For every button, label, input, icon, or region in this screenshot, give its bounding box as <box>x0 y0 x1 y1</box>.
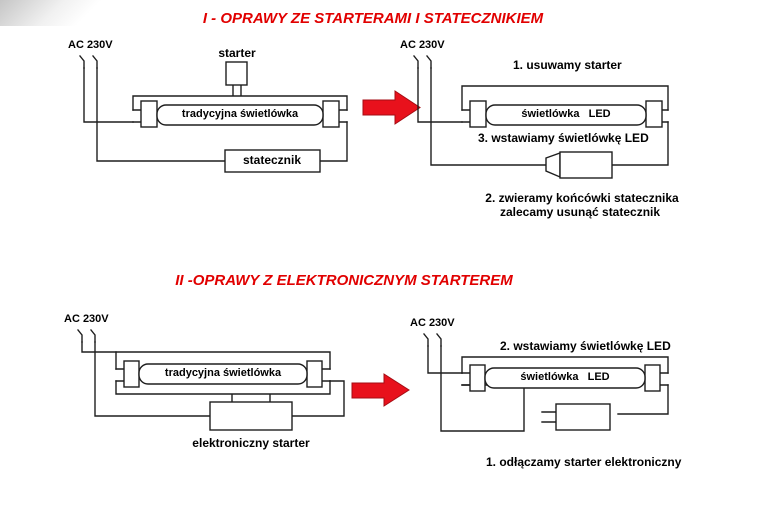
tube-pins <box>461 109 669 123</box>
ac-prongs <box>423 333 442 347</box>
electronic-starter-label: elektroniczny starter <box>192 436 310 450</box>
top-loop-wire <box>115 351 331 370</box>
starter-stub-wires <box>541 411 557 423</box>
step-disconnect-starter: 1. odłączamy starter elektroniczny <box>486 455 682 469</box>
fixture-2-before-wiring <box>77 329 345 431</box>
ballast-flange <box>545 152 561 179</box>
starter-box <box>225 61 248 86</box>
starter-return-wire <box>291 380 345 417</box>
step-short-ballast-line2: zalecamy usunąć statecznik <box>499 205 661 219</box>
tube-body <box>156 104 324 126</box>
mains-wires <box>81 341 211 417</box>
ac-voltage-label: AC 230V <box>68 39 113 51</box>
tube-body <box>484 367 646 389</box>
mains-wires <box>417 67 547 166</box>
tube-end-cap <box>322 100 340 128</box>
tube-pins <box>461 372 669 386</box>
tube-end-cap <box>644 364 661 392</box>
step-insert-led-tube: 2. wstawiamy świetlówkę LED <box>500 339 671 353</box>
tube-end-cap <box>123 360 140 388</box>
red-arrow-icon <box>362 90 421 125</box>
tube-label: tradycyjna świetlówka <box>181 108 299 120</box>
tube-body <box>138 363 308 385</box>
tube-label: świetlówka LED <box>520 371 610 383</box>
step-remove-starter: 1. usuwamy starter <box>513 58 622 72</box>
tube-end-cap <box>469 100 487 128</box>
tube-label: świetlówka LED <box>521 108 611 120</box>
fixture-1-before-wiring <box>79 55 348 173</box>
tube-end-cap <box>469 364 486 392</box>
ballast-wires <box>319 121 348 162</box>
section2-title: II -OPRAWY Z ELEKTRONICZNYM STARTEREM <box>175 272 513 289</box>
ballast-wires <box>611 121 669 166</box>
disconnected-starter-box <box>555 403 611 431</box>
tube-pins <box>132 109 348 123</box>
ballast-label: statecznik <box>242 153 302 167</box>
ac-voltage-label: AC 230V <box>64 313 109 325</box>
ac-prongs <box>77 329 96 343</box>
fixture-2-after-wiring <box>423 333 669 432</box>
step-short-ballast-line1: 2. zwieramy końcówki statecznika <box>485 191 679 205</box>
section1-title: I - OPRAWY ZE STARTERAMI I STATECZNIKIEM <box>202 10 544 27</box>
scan-artifact <box>0 0 120 26</box>
ac-prongs <box>79 55 98 69</box>
ac-prongs <box>413 55 432 69</box>
tube-end-cap <box>140 100 158 128</box>
starter-label: starter <box>218 46 256 60</box>
electronic-starter-box <box>209 401 293 431</box>
tube-end-cap <box>645 100 663 128</box>
tube-pins <box>115 368 331 382</box>
ballast-box <box>559 151 613 179</box>
ballast-box <box>224 149 321 173</box>
bottom-loop-wire <box>115 380 331 403</box>
red-arrow-icon <box>351 373 410 407</box>
mains-wires <box>83 67 226 162</box>
step-insert-led-tube: 3. wstawiamy świetlówkę LED <box>478 131 649 145</box>
starter-loop-wire <box>132 84 348 111</box>
fixture-1-after-wiring <box>413 55 669 179</box>
disconnected-wire <box>617 384 669 415</box>
bypass-loop-wire <box>461 85 669 111</box>
ac-voltage-label: AC 230V <box>400 39 445 51</box>
bypass-loop-wire <box>461 356 669 374</box>
ac-voltage-label: AC 230V <box>410 317 455 329</box>
tube-body <box>485 104 647 126</box>
tube-end-cap <box>306 360 323 388</box>
tube-label: tradycyjna świetlówka <box>164 367 282 379</box>
